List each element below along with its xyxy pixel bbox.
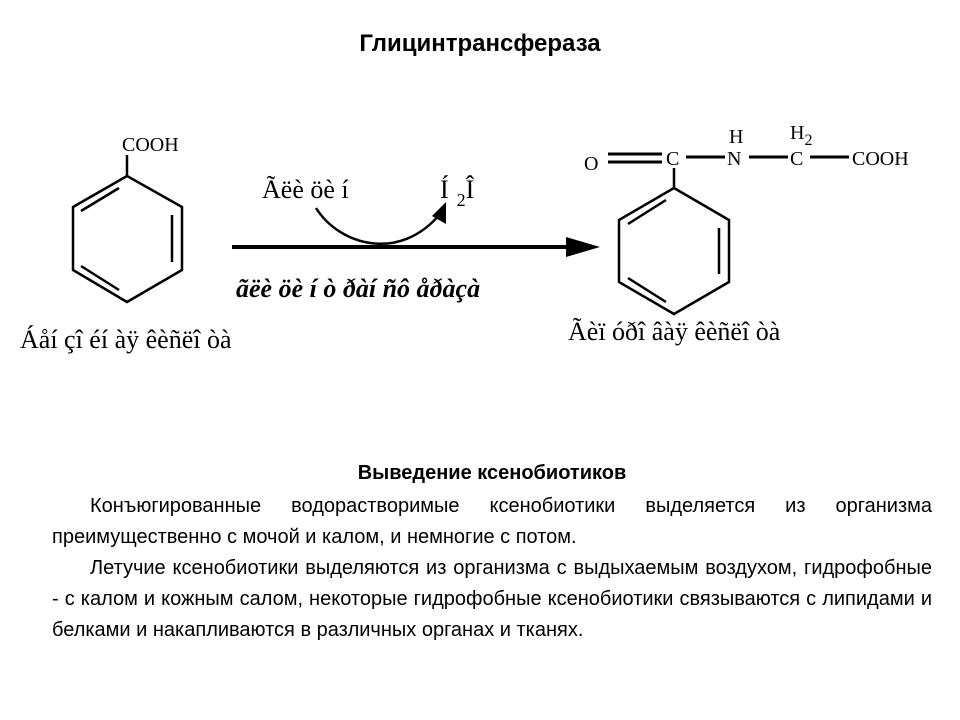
- product-bonds: [608, 152, 849, 164]
- curved-arrow: [314, 207, 441, 246]
- reaction-arrow-head: [566, 237, 600, 257]
- benzene-ring-substrate: [71, 155, 184, 304]
- paragraph-1: Конъюгированные водорастворимые ксенобио…: [52, 495, 932, 548]
- product-c2-atom: C: [790, 148, 803, 170]
- paragraph-2: Летучие ксенобиотики выделяются из орган…: [52, 557, 932, 641]
- product-name: Ãèï óðî âàÿ êèñëî òà: [568, 317, 781, 346]
- enzyme-label: ãëè öè í ò ðàí ñô åðàçà: [236, 274, 480, 303]
- curved-arrow-head: [432, 202, 446, 224]
- page-title: Глицинтрансфераза: [359, 30, 601, 57]
- product-c1-atom: C: [666, 148, 679, 170]
- substrate-cooh-label: COOH: [122, 134, 179, 156]
- product-o-atom: O: [584, 153, 598, 175]
- product-h2-atom: H2: [790, 122, 812, 149]
- benzene-ring-product: [617, 168, 731, 316]
- product-h-atom: H: [729, 126, 743, 148]
- substrate-name: Áåí çî éí àÿ êèñëî òà: [20, 325, 232, 354]
- product-cooh-label: COOH: [852, 148, 909, 170]
- reagent-in-label: Ãëè öè í: [262, 175, 349, 204]
- excretion-section: Выведение ксенобиотиков Конъюгированные …: [52, 458, 932, 646]
- section-heading: Выведение ксенобиотиков: [357, 462, 627, 484]
- product-n-atom: N: [727, 148, 741, 170]
